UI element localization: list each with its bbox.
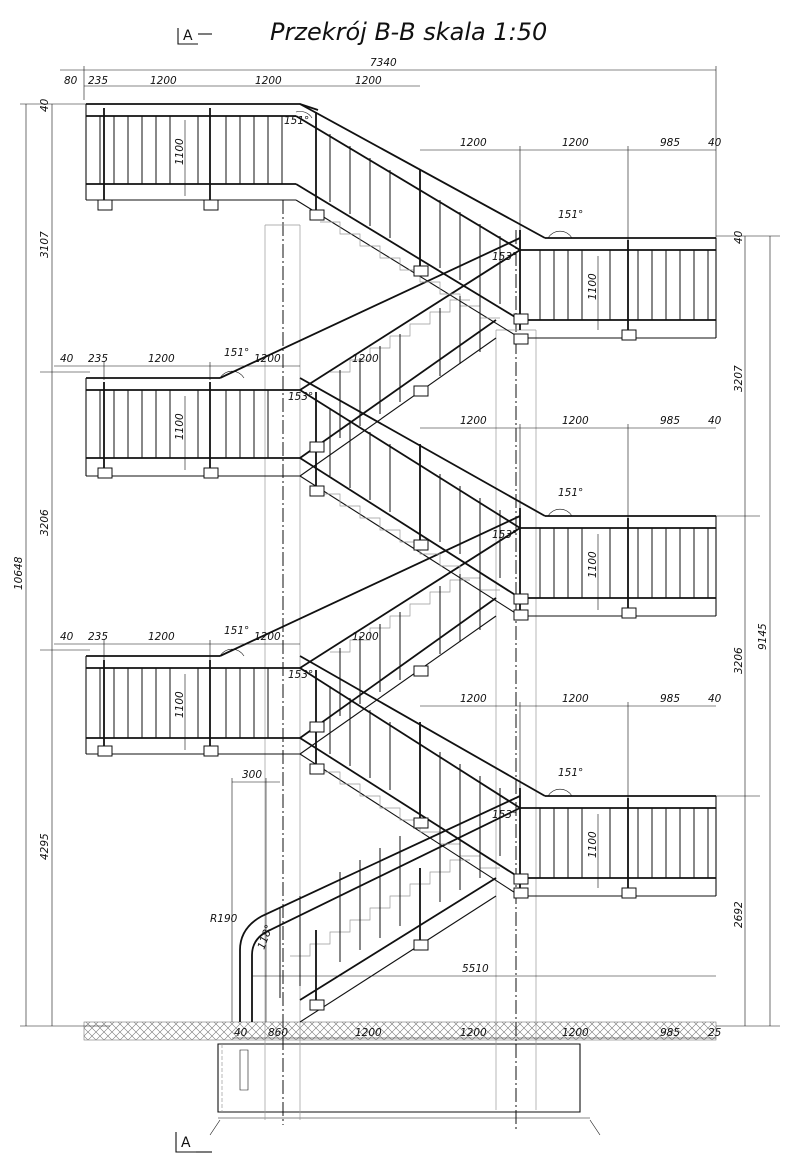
dim-1200-ll1: 1200: [148, 631, 175, 643]
angle-153-1: 153°: [492, 251, 517, 263]
dim-right-3207: 3207: [733, 365, 745, 392]
posts: [103, 108, 629, 1006]
dim-25-b: 25: [708, 1027, 722, 1039]
dim-1100-rm: 1100: [587, 551, 599, 578]
dim-235-ml: 235: [88, 353, 108, 365]
angle-151-3: 151°: [224, 347, 249, 359]
dim-1200-b1: 1200: [355, 1027, 382, 1039]
flight-6-down-left: [239, 795, 521, 1023]
dim-right-2692: 2692: [733, 901, 745, 928]
dim-40-ll: 40: [60, 631, 74, 643]
flight-3-down-right: [299, 377, 546, 617]
flight-1-down-right: [295, 103, 546, 339]
angle-153-4: 153°: [288, 669, 313, 681]
dim-5510: 5510: [462, 963, 489, 975]
dim-1100-lm: 1100: [174, 413, 186, 440]
ground-hatch: [83, 1021, 717, 1041]
dim-80: 80: [64, 75, 78, 87]
foundation: [209, 1043, 601, 1136]
dim-235-top: 235: [88, 75, 108, 87]
base-plates: [97, 199, 637, 1011]
dim-left-total: 10648: [13, 556, 25, 590]
flight-2-down-left: [219, 237, 521, 477]
dim-1200-r3b: 1200: [562, 693, 589, 705]
dim-1200-ml3: 1200: [352, 353, 379, 365]
dim-1200-ll3: 1200: [352, 631, 379, 643]
dim-left-4295: 4295: [39, 833, 51, 860]
section-marker-top: A: [177, 28, 212, 45]
dim-1200-r1b: 1200: [562, 137, 589, 149]
dim-1200-top-3: 1200: [355, 75, 382, 87]
landing-left-mid: [85, 377, 300, 477]
angle-151-2: 151°: [558, 209, 583, 221]
dim-right-40: 40: [733, 230, 745, 244]
dim-1200-ml2: 1200: [254, 353, 281, 365]
dim-40-r3: 40: [708, 693, 722, 705]
landing-right-mid: [520, 515, 717, 617]
angle-153-5: 153°: [492, 809, 517, 821]
dim-1100-rl: 1100: [587, 831, 599, 858]
angle-151-1: 151°: [284, 115, 309, 127]
section-marker-bottom: A: [175, 1132, 212, 1153]
dim-1200-ml1: 1200: [148, 353, 175, 365]
dim-985-r3: 985: [660, 693, 680, 705]
angle-151-6: 151°: [558, 767, 583, 779]
section-marker-top-label: A: [183, 28, 193, 44]
angle-153-3: 153°: [492, 529, 517, 541]
dim-300: 300: [242, 769, 262, 781]
dim-860: 860: [268, 1027, 288, 1039]
dim-1200-r3a: 1200: [460, 693, 487, 705]
dim-r190: R190: [210, 913, 238, 925]
dim-right-3206: 3206: [733, 647, 745, 674]
dim-left-3206: 3206: [39, 509, 51, 536]
angle-151-4: 151°: [558, 487, 583, 499]
dim-right-total: 9145: [757, 623, 769, 650]
dim-1200-ll2: 1200: [254, 631, 281, 643]
treads-flight-5: [320, 771, 500, 869]
dim-1200-top-2: 1200: [255, 75, 282, 87]
drawing-title: Przekrój B-B skala 1:50: [270, 18, 547, 46]
dim-985-b: 985: [660, 1027, 680, 1039]
dim-40-r1: 40: [708, 137, 722, 149]
flight-4-down-left: [219, 515, 521, 755]
dimension-lines: [20, 66, 780, 1039]
dim-1100-rt: 1100: [587, 273, 599, 300]
angle-151-5: 151°: [224, 625, 249, 637]
dim-985-r1: 985: [660, 137, 680, 149]
dim-1100-ll: 1100: [174, 691, 186, 718]
dim-1200-top-1: 1200: [150, 75, 177, 87]
dim-1100-lt: 1100: [174, 138, 186, 165]
balusters: [99, 116, 709, 998]
dim-total-width: 7340: [370, 57, 397, 69]
dim-1200-r2b: 1200: [562, 415, 589, 427]
dim-1200-b3: 1200: [562, 1027, 589, 1039]
landing-right-top: [520, 237, 717, 339]
landing-left-low: [85, 655, 300, 755]
section-marker-bottom-label: A: [181, 1135, 191, 1151]
treads-flight-1: [320, 221, 500, 319]
dim-40-r2: 40: [708, 415, 722, 427]
flight-5-down-right: [299, 655, 546, 897]
treads-flight-3: [320, 493, 500, 591]
dim-left-3107: 3107: [39, 231, 51, 258]
dim-235-ll: 235: [88, 631, 108, 643]
landing-right-low: [520, 795, 717, 897]
dim-left-40: 40: [39, 98, 51, 112]
angle-arcs: [219, 111, 573, 797]
angle-153-2: 153°: [288, 391, 313, 403]
angle-118: 118°: [256, 923, 276, 951]
support-columns: [264, 224, 537, 1120]
dim-1200-b2: 1200: [460, 1027, 487, 1039]
dim-40-bottom: 40: [234, 1027, 248, 1039]
dim-985-r2: 985: [660, 415, 680, 427]
dim-1200-r2a: 1200: [460, 415, 487, 427]
dim-1200-r1a: 1200: [460, 137, 487, 149]
dim-40-ml: 40: [60, 353, 74, 365]
